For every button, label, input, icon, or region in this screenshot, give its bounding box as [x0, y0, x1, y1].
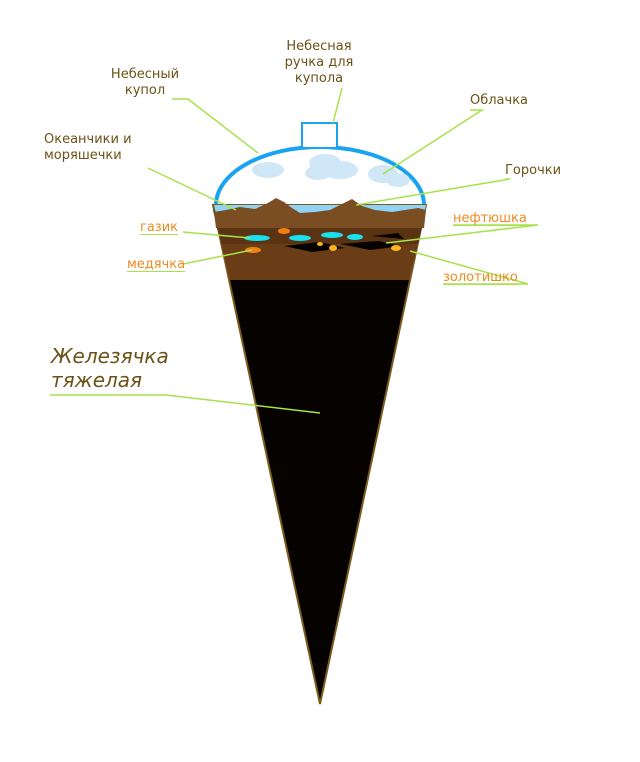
leader-iron — [50, 394, 321, 414]
leader-lines — [50, 87, 539, 414]
gas-deposit-1 — [244, 235, 270, 241]
leader-clouds — [382, 109, 485, 175]
deposits — [244, 228, 404, 253]
gold-deposit-1 — [329, 245, 337, 251]
copper-deposit-2 — [278, 228, 290, 234]
oil-deposit-3 — [372, 233, 404, 239]
soil-band-dark — [218, 226, 422, 244]
label-gas: газик — [140, 220, 179, 235]
label-oceans: Океанчики и моряшечки — [44, 132, 132, 163]
copper-deposit-1 — [245, 247, 261, 253]
leader-gas — [182, 231, 251, 239]
leader-copper — [182, 249, 253, 265]
label-gold: золотишко — [443, 270, 518, 285]
label-clouds: Облачка — [470, 93, 529, 108]
cloud-2c — [305, 166, 331, 180]
cloud-3b — [386, 173, 410, 187]
leader-handle — [332, 87, 343, 124]
gas-deposit-3 — [321, 232, 343, 238]
gas-deposit-2 — [289, 235, 311, 241]
hills — [214, 198, 426, 228]
gold-deposit-3 — [317, 242, 323, 246]
leader-gold — [409, 250, 529, 285]
leader-dome — [172, 98, 259, 154]
cloud-2b — [322, 161, 358, 179]
cloud-1 — [252, 162, 284, 178]
gold-deposit-2 — [391, 245, 401, 251]
leader-hills — [355, 178, 511, 206]
dome-handle — [301, 122, 338, 149]
label-iron: Железячка тяжелая — [51, 344, 169, 392]
label-dome-handle: Небесная ручка для купола — [284, 39, 354, 86]
label-dome: Небесный купол — [110, 67, 180, 98]
leader-oceans — [147, 167, 237, 211]
gas-deposit-4 — [347, 234, 363, 240]
label-oil: нефтюшка — [453, 211, 527, 226]
leader-oil — [385, 224, 539, 244]
label-hills: Горочки — [505, 163, 562, 178]
label-copper: медячка — [127, 257, 186, 272]
